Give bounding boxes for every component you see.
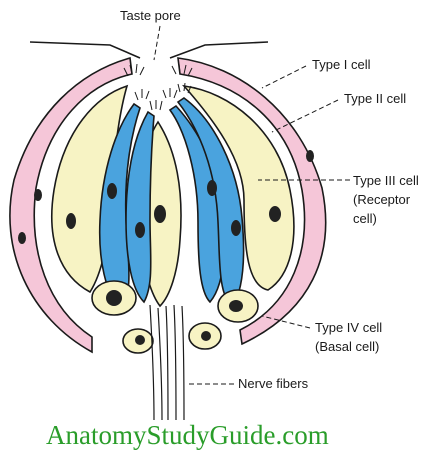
epithelium-surface-left bbox=[29, 41, 141, 59]
label-type3-line1: Type III cell bbox=[353, 173, 419, 188]
label-type3-line2: (Receptor bbox=[353, 192, 411, 207]
nucleus bbox=[106, 290, 122, 306]
nucleus bbox=[18, 232, 26, 244]
epithelium-surface-right bbox=[169, 41, 269, 59]
label-taste-pore: Taste pore bbox=[120, 8, 181, 23]
cell-nuclei bbox=[18, 150, 314, 345]
nucleus bbox=[229, 300, 243, 312]
leader-taste-pore bbox=[153, 25, 161, 61]
nucleus bbox=[207, 180, 217, 196]
leader-type4 bbox=[261, 315, 311, 329]
leader-type2 bbox=[271, 99, 339, 133]
watermark: AnatomyStudyGuide.com bbox=[46, 420, 329, 450]
leader-type1 bbox=[261, 65, 307, 89]
type2-cells bbox=[51, 84, 295, 308]
nucleus bbox=[107, 183, 117, 199]
nucleus bbox=[135, 222, 145, 238]
nucleus bbox=[306, 150, 314, 162]
nucleus bbox=[154, 205, 166, 223]
label-type2: Type II cell bbox=[344, 91, 406, 106]
type3-cells bbox=[98, 97, 245, 312]
microvilli bbox=[123, 63, 193, 111]
type1-cell-left bbox=[9, 56, 133, 354]
nucleus bbox=[201, 331, 211, 341]
nucleus bbox=[231, 220, 241, 236]
type1-cells bbox=[9, 56, 327, 354]
label-type1: Type I cell bbox=[312, 57, 371, 72]
type3-cell-left-inner bbox=[125, 110, 155, 304]
label-type3-line3: cell) bbox=[353, 211, 377, 226]
nucleus bbox=[269, 206, 281, 222]
label-nerve-fibers: Nerve fibers bbox=[238, 376, 309, 391]
type2-cell-right bbox=[181, 84, 295, 291]
nucleus bbox=[66, 213, 76, 229]
label-type4-line1: Type IV cell bbox=[315, 320, 382, 335]
leader-lines bbox=[153, 25, 350, 385]
nucleus bbox=[135, 335, 145, 345]
nerve-fibers bbox=[149, 304, 185, 421]
type1-cell-right bbox=[177, 57, 327, 346]
nucleus bbox=[34, 189, 42, 201]
label-type4-line2: (Basal cell) bbox=[315, 339, 379, 354]
